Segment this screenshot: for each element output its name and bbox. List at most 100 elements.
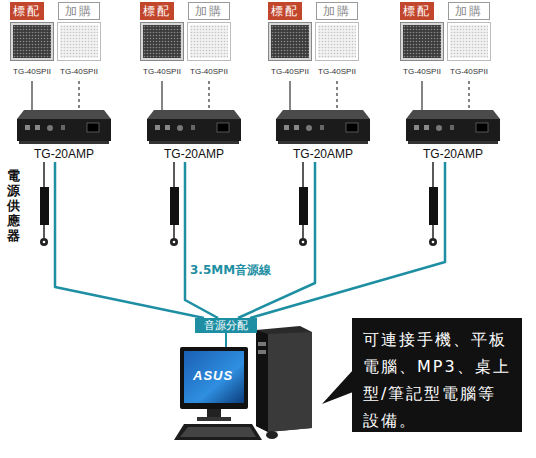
power-plug [299,238,307,246]
speaker-image [268,22,312,62]
model-name: TG-40SPII [264,67,316,76]
power-supply [299,162,308,246]
power-cord [432,225,434,238]
speaker-image [57,22,101,62]
mouse [266,431,278,439]
amplifier-front [406,119,500,141]
speaker-frame [188,23,231,61]
speaker-grille [13,25,51,58]
power-plug [40,238,48,246]
speaker-grille [271,25,309,58]
optional-tag: 加購 [448,2,490,20]
amplifier-base [19,141,109,144]
speaker-image [10,22,54,62]
model-name: TG-20AMP [11,147,117,161]
power-adapter [299,187,308,225]
speaker-frame [11,23,54,61]
speaker: TG-40SPII [315,22,359,80]
model-name: TG-40SPII [443,67,495,76]
node-label: 加購 [59,3,99,19]
power-cord [173,162,175,187]
audio-cable [185,162,218,318]
speaker: TG-40SPII [268,22,312,80]
speaker-grille [60,25,98,58]
optional-tag: 加購 [188,2,230,20]
power-cord [43,225,45,238]
audio-cable [55,162,204,318]
power-supply [170,162,179,246]
power-plug [429,238,437,246]
monitor-base [197,417,231,421]
amplifier-top [17,110,111,119]
monitor-stand [207,409,221,418]
power-adapter [429,187,438,225]
callout-text: 可連接手機、平板電腦、MP3、桌上型/筆記型電腦等設備。 [352,318,522,442]
amplifier-knob [47,125,53,131]
amplifier-base [278,141,368,144]
speaker: TG-40SPII [447,22,491,80]
speaker-image [315,22,359,62]
speaker-wire [421,81,422,110]
amplifier-jack [294,125,299,130]
power-plug [302,241,305,244]
standard-tag: 標配 [400,2,434,20]
power-cord [302,225,304,238]
component-label: 電源供應器 [7,168,22,243]
amplifier-knob [306,125,312,131]
standard-tag: 標配 [140,2,174,20]
amplifier-jack [61,125,65,130]
model-name: TG-20AMP [270,147,376,161]
amplifier-base [408,141,498,144]
amplifier-knob [177,125,183,131]
amplifier-front [147,119,241,141]
speaker-grille [403,25,441,58]
speaker: TG-40SPII [400,22,444,80]
node-label: 音源分配 [195,318,257,333]
model-name: TG-20AMP [141,147,247,161]
optional-speaker-wire [78,81,79,110]
speaker: TG-40SPII [57,22,101,80]
node-label: 加購 [189,3,229,19]
power-cord [43,162,45,187]
audio-cable [238,162,315,318]
amplifier-base [149,141,239,144]
amplifier-knob [436,125,442,131]
amplifier-jack [320,125,324,130]
amplifier: TG-20AMP [17,110,111,162]
node-label: 標配 [140,2,174,20]
amplifier-top [406,110,500,119]
audio-splitter-box: 音源分配 [195,318,257,333]
speaker-grille [143,25,181,58]
node-label: 加購 [317,3,357,19]
speaker-image [187,22,231,62]
power-supply [40,162,49,246]
monitor-frame [180,347,248,409]
pc-drive-bay [258,350,266,354]
amplifier-image [17,110,111,144]
cable-label: 3.5MM音源線 [190,262,271,279]
speaker-wire [31,81,32,110]
power-cord [173,225,175,238]
power-adapter [40,187,49,225]
keyboard-keys [180,427,256,437]
audio-cable [225,333,227,347]
amplifier: TG-20AMP [276,110,370,162]
callout-box: 可連接手機、平板電腦、MP3、桌上型/筆記型電腦等設備。 [352,318,522,432]
speaker-grille [450,25,488,58]
speaker-image [447,22,491,62]
model-name: TG-40SPII [53,67,105,76]
speaker-wire [289,81,290,110]
node-label: 標配 [268,2,302,20]
power-plug [170,238,178,246]
keyboard [174,424,262,440]
amplifier-jack [284,125,289,130]
amplifier-front [276,119,370,141]
standard-tag: 標配 [10,2,44,20]
speaker-frame [316,23,359,61]
optional-tag: 加購 [316,2,358,20]
monitor-screen [184,351,244,403]
amplifier: TG-20AMP [406,110,500,162]
audio-cable [250,162,445,318]
